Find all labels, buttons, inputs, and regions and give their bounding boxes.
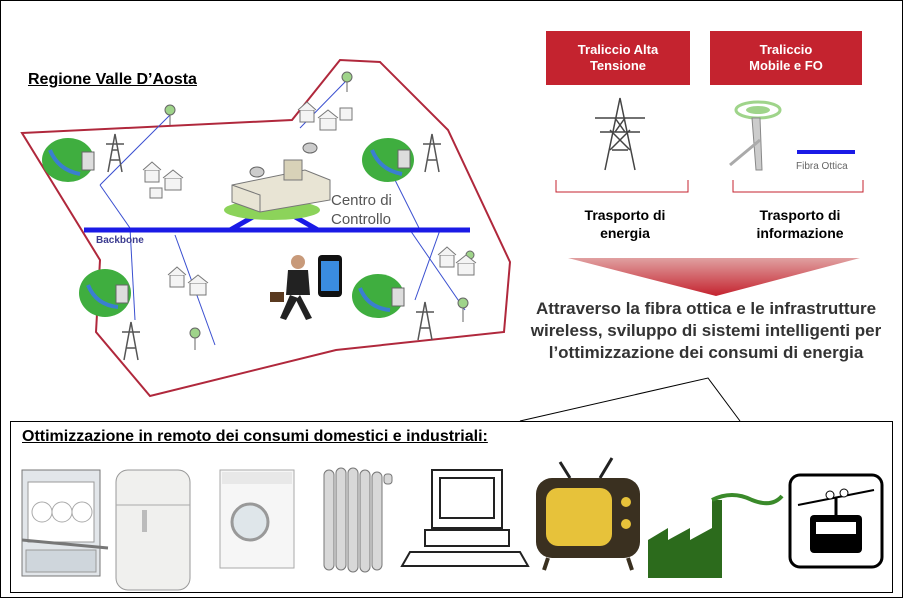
label-line: Trasporto di: [759, 207, 841, 223]
information-transport-label: Trasporto di informazione: [735, 206, 865, 242]
convergence-arrow: [568, 258, 860, 296]
smartphone-icon: [318, 255, 342, 297]
energy-transport-label: Trasporto di energia: [560, 206, 690, 242]
summary-line: wireless, sviluppo di sistemi intelligen…: [530, 321, 882, 340]
region-title: Regione Valle D’Aosta: [28, 71, 197, 88]
control-center-label: Centro di Controllo: [331, 191, 392, 229]
hydro-plant-icon: [362, 138, 414, 182]
hydro-plant-icon: [42, 138, 95, 182]
antenna-icon: [457, 297, 469, 322]
high-voltage-pylon-icon: [595, 97, 645, 171]
village-icon: [437, 246, 477, 276]
control-center-line: Centro di: [331, 192, 392, 209]
label-line: Mobile e FO: [749, 58, 823, 73]
summary-line: l’ottimizzazione dei consumi di energia: [548, 343, 864, 362]
information-bracket: [732, 180, 864, 193]
antenna-icon: [164, 104, 176, 125]
antenna-icon: [189, 327, 201, 350]
businessman-icon: [270, 255, 312, 320]
hydro-plant-icon: [352, 274, 405, 318]
appliances-title: Ottimizzazione in remoto dei consumi dom…: [22, 428, 488, 445]
summary-line: Attraverso la fibra ottica e le infrastr…: [535, 299, 877, 318]
label-line: Tensione: [589, 58, 647, 73]
label-line: Traliccio Alta: [577, 42, 659, 57]
antenna-icon: [341, 71, 353, 92]
pylon-icon: [416, 301, 434, 341]
pylon-icon: [106, 133, 124, 173]
mobile-fiber-pylon-icon: [729, 100, 782, 171]
control-center-line: Controllo: [331, 211, 392, 228]
energy-bracket: [555, 180, 689, 193]
fiber-optic-label: Fibra Ottica: [796, 161, 848, 172]
village-icon: [167, 266, 209, 296]
label-line: Trasporto di: [584, 207, 666, 223]
appliances-panel: [10, 421, 893, 593]
hydro-plant-icon: [79, 269, 131, 317]
village-icon: [297, 101, 353, 131]
summary-text: Attraverso la fibra ottica e le infrastr…: [510, 298, 902, 364]
label-line: energia: [600, 225, 650, 241]
village-icon: [142, 161, 184, 199]
control-center-building-icon: [224, 142, 331, 220]
label-line: informazione: [756, 225, 844, 241]
label-line: Traliccio: [759, 42, 813, 57]
pylon-icon: [423, 133, 441, 173]
region-outline: [20, 58, 512, 398]
backbone-label: Backbone: [96, 235, 144, 246]
callout-connector: [519, 377, 741, 422]
pylon-icon: [122, 321, 140, 361]
